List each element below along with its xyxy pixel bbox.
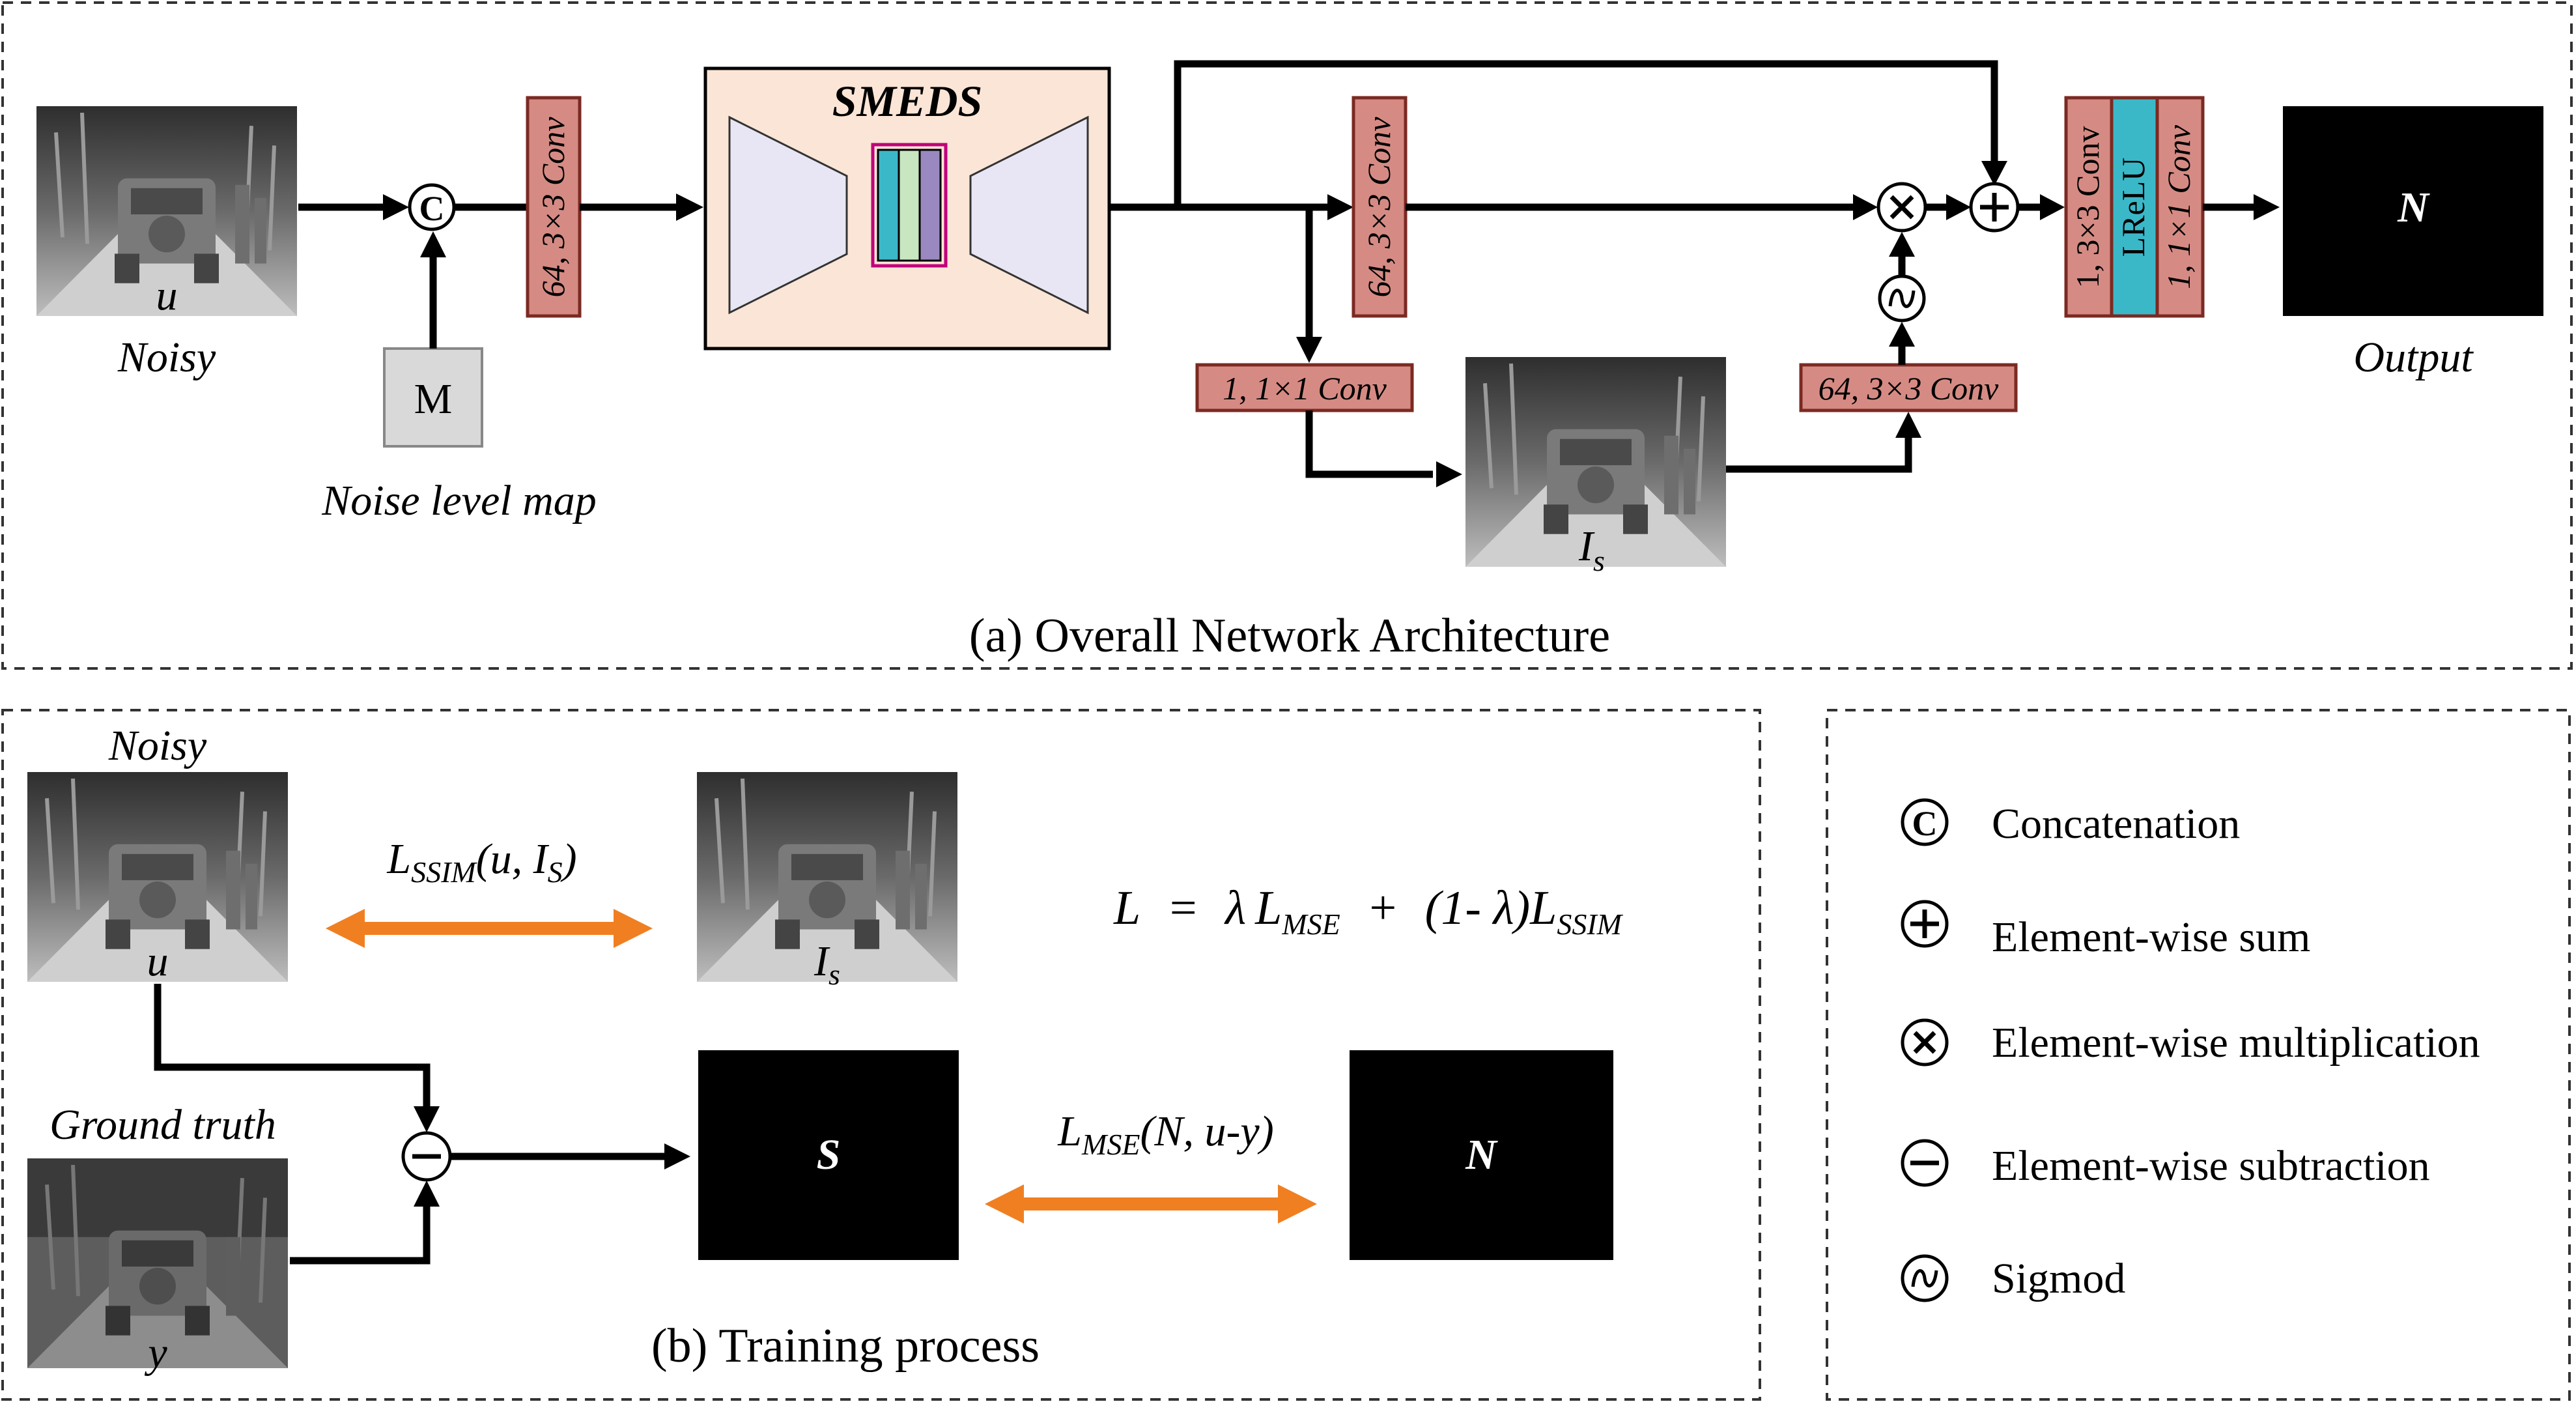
noisy-var: u [147,938,169,985]
smeds-encoder [728,115,848,315]
ground-truth-label: Ground truth [50,1101,276,1149]
input-label: Noisy [117,334,216,381]
ssim-loss-label: LSSIM(u, IS) [386,835,576,889]
output-image [2283,106,2543,316]
noise-map-symbol: M [414,375,453,423]
svg-text:C: C [419,189,445,228]
n-symbol: N [1465,1131,1498,1179]
conv-branch-label: 64, 3×3 Conv [1361,117,1397,298]
output-symbol: N [2397,184,2430,231]
legend-frame-box [1826,709,2571,1401]
conv-in-label: 64, 3×3 Conv [535,117,571,298]
panel-a-frame [1,1,2573,670]
conv-post-block [1799,363,2018,412]
smeds-title: SMEDS [832,76,983,126]
s-image [698,1050,959,1260]
intermediate-image [1465,357,1726,567]
mse-loss-label: LMSE(N, u-y) [1057,1108,1273,1161]
panel-a: u Noisy C M Noise level map 64, 3×3 Conv… [36,60,2543,663]
conv-1x1-block [1195,363,1414,412]
noisy-label: Noisy [108,722,207,769]
legend-sum: Element-wise sum [1992,913,2310,961]
legend: C Concatenation Element-wise sum Element… [1901,798,2480,1302]
smeds-decoder [969,115,1089,315]
concatenation-icon [1901,798,1949,846]
panel-b-caption: (b) Training process [651,1319,1040,1373]
output-label: Output [2353,334,2474,381]
smeds-bottleneck [871,143,948,268]
intermediate-var: Is [1578,523,1605,577]
s-symbol: S [817,1131,841,1179]
gt-var: y [144,1329,167,1377]
lrelu-label: LReLU [2115,158,2151,257]
conv-post-label: 64, 3×3 Conv [1819,370,2000,407]
panel-a-caption: (a) Overall Network Architecture [969,609,1610,663]
is-var: Is [814,938,840,991]
legend-concatenation: Concatenation [1992,800,2240,848]
legend-multiplication: Element-wise multiplication [1992,1019,2480,1067]
panel-b-frame [1,709,1761,1401]
n-image [1350,1050,1613,1260]
input-var: u [156,272,178,319]
legend-subtraction: Element-wise subtraction [1992,1142,2430,1190]
lrelu-block [2110,96,2159,318]
noise-map-label: Noise level map [321,477,597,524]
svg-text:C: C [1912,804,1938,843]
legend-sigmoid: Sigmod [1992,1255,2125,1302]
head-conv2-block [2155,96,2205,318]
head-conv1-block [2064,96,2114,318]
head-conv1-label: 1, 3×3 Conv [2069,126,2106,288]
noise-level-map-box [383,347,483,448]
head-conv2-label: 1, 1×1 Conv [2160,124,2197,289]
conv-1x1-label: 1, 1×1 Conv [1223,370,1387,407]
